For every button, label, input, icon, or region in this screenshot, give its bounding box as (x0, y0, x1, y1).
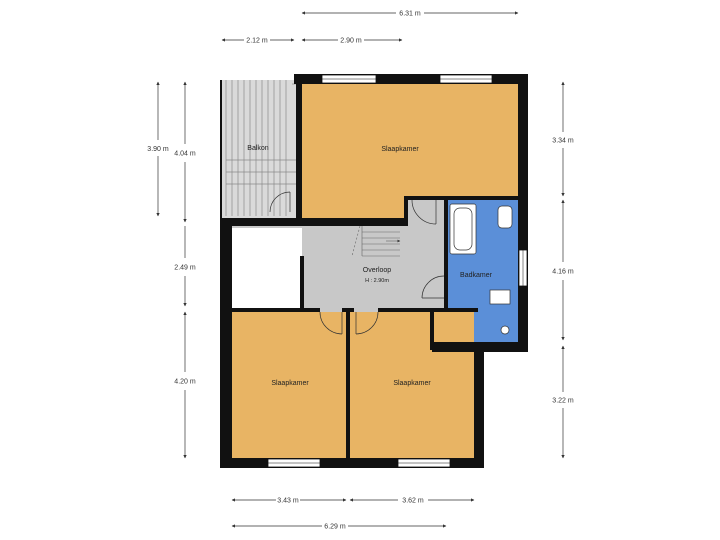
stair-void (232, 228, 302, 308)
label-bedroom-left: Slaapkamer (271, 380, 309, 387)
label-balcony: Balkon (247, 145, 269, 152)
bedroom-left-area (232, 312, 348, 458)
bedroom-right-area (350, 312, 474, 458)
dim-left-inner: 4.04 m (174, 151, 196, 158)
dim-left-middle: 2.49 m (174, 265, 196, 272)
dim-top-balcony: 2.12 m (246, 38, 268, 45)
dim-bottom-left: 3.43 m (277, 498, 299, 505)
bathroom-fixtures (449, 203, 513, 335)
doors (269, 191, 445, 335)
label-bedroom-right: Slaapkamer (393, 380, 431, 387)
bathtub-icon (449, 203, 477, 255)
sink-icon (500, 325, 510, 335)
shower-icon (489, 289, 511, 305)
balcony-railing (225, 80, 300, 216)
dimension-labels: 6.31 m 2.12 m 2.90 m 3.90 m 4.04 m 2.49 … (147, 11, 574, 531)
staircase (351, 225, 401, 257)
dim-right-top: 3.34 m (552, 138, 574, 145)
dimension-lines (156, 11, 565, 528)
dim-top-total: 6.31 m (399, 11, 421, 18)
label-bathroom: Badkamer (460, 272, 493, 279)
toilet-icon (497, 205, 513, 229)
dim-bottom-total: 6.29 m (324, 524, 346, 531)
dim-left-outer: 3.90 m (147, 146, 169, 153)
door-gaps (320, 308, 378, 312)
room-fills (220, 80, 518, 458)
label-landing-height: H : 2.90m (365, 278, 389, 284)
label-landing: Overloop (363, 267, 392, 274)
dim-bottom-right: 3.62 m (402, 498, 424, 505)
dim-right-middle: 4.16 m (552, 269, 574, 276)
label-bedroom-top: Slaapkamer (381, 146, 419, 153)
balcony-area (220, 80, 296, 220)
dim-top-room: 2.90 m (340, 38, 362, 45)
dim-left-bottom: 4.20 m (174, 379, 196, 386)
window-panes (268, 78, 524, 464)
room-labels: Balkon Slaapkamer Overloop H : 2.90m Bad… (247, 145, 492, 387)
dim-right-bottom: 3.22 m (552, 398, 574, 405)
